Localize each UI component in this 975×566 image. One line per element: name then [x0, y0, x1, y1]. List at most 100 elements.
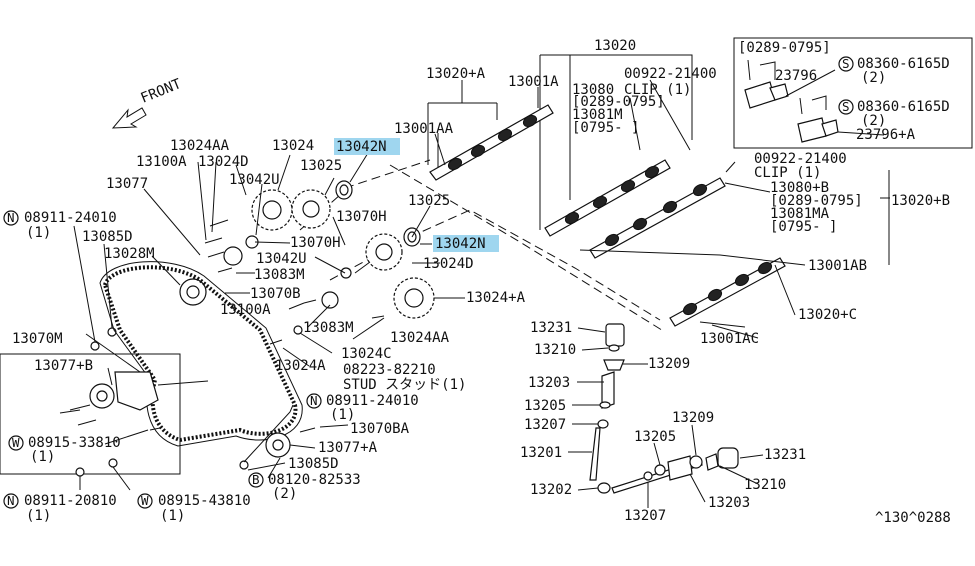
label-13070h: 13070H: [290, 235, 341, 251]
symbol-s-2: S: [842, 99, 850, 114]
label-inset-sensor-a: 23796+A: [856, 127, 916, 143]
label-washer-2: 08915-43810: [158, 493, 251, 509]
label-h-13209: 13209: [672, 410, 714, 426]
label-13080-date: [0289-0795]: [572, 94, 665, 110]
label-13083m: 13083M: [254, 267, 305, 283]
sprocket-13024: [251, 189, 293, 231]
label-13020: 13020: [594, 38, 636, 54]
sprocket-13024a: [393, 277, 435, 319]
label-v-13203: 13203: [528, 375, 570, 391]
seal-13042n-upper: [335, 180, 353, 200]
label-13024c: 13024C: [341, 346, 392, 362]
tensioner-assembly: [0, 353, 316, 477]
label-13077a: 13077+A: [318, 440, 378, 456]
label-h-13231: 13231: [764, 447, 806, 463]
front-label: FRONT: [139, 76, 185, 107]
label-13085d-lower: 13085D: [288, 456, 339, 472]
label-bolt-b: 08120-82533: [268, 472, 361, 488]
label-inset-bolt-2: 08360-6165D: [857, 99, 950, 115]
label-13077: 13077: [106, 176, 148, 192]
label-h-13210: 13210: [744, 477, 786, 493]
symbol-n-2: N: [7, 493, 15, 508]
label-bolt-b-qty: (2): [272, 486, 297, 502]
label-13100a-lower: 13100A: [220, 302, 271, 318]
label-nut-1-qty: (1): [26, 225, 51, 241]
label-v-13207: 13207: [524, 417, 566, 433]
label-clip-text-right: CLIP (1): [754, 165, 821, 181]
label-13042n-upper: 13042N: [336, 139, 387, 155]
valve-train-horizontal: [611, 447, 739, 494]
label-13001a: 13001A: [508, 74, 559, 90]
label-v-13205: 13205: [524, 398, 566, 414]
label-inset-bolt-1-qty: (2): [861, 70, 886, 86]
camshaft-a: [429, 104, 554, 181]
labels: 13020 13020+A 13001A 13001AA 00922-21400…: [12, 38, 951, 526]
label-13024a-plus: 13024+A: [466, 290, 526, 306]
label-inset-sensor: 23796: [775, 68, 817, 84]
label-13081m-date: [0795- ]: [572, 120, 639, 136]
label-13024aa: 13024AA: [170, 138, 230, 154]
label-13024: 13024: [272, 138, 314, 154]
label-washer-2-qty: (1): [160, 508, 185, 524]
label-inset-bolt-2-qty: (2): [861, 113, 886, 129]
label-13042u: 13042U: [229, 172, 280, 188]
label-13081m: 13081M: [572, 107, 623, 123]
label-v-13231: 13231: [530, 320, 572, 336]
label-13081ma: 13081MA: [770, 206, 830, 222]
valve-train-vertical: [589, 323, 625, 494]
label-13024a: 13024A: [275, 358, 326, 374]
symbol-s-1: S: [842, 56, 850, 71]
label-v-13210: 13210: [534, 342, 576, 358]
label-13024d-lower: 13024D: [423, 256, 474, 272]
label-nut-2-qty: (1): [26, 508, 51, 524]
front-arrow: FRONT: [111, 76, 185, 129]
label-13001ac: 13001AC: [700, 331, 759, 347]
label-h-13207: 13207: [624, 508, 666, 524]
symbol-n-3: N: [310, 393, 318, 408]
inset-box: [733, 37, 973, 149]
bracket-13020: [427, 54, 890, 265]
label-13070h-right: 13070H: [336, 209, 387, 225]
symbol-w-1: W: [12, 435, 20, 450]
label-h-13205: 13205: [634, 429, 676, 445]
label-13028m: 13028M: [104, 246, 155, 262]
figure-code: ^130^0288: [875, 510, 951, 526]
label-stud-text: STUD スタッド(1): [343, 377, 466, 393]
label-v-13209: 13209: [648, 356, 690, 372]
highlight-seal-upper: [334, 138, 400, 155]
label-13070b: 13070B: [250, 286, 301, 302]
label-washer-1-qty: (1): [30, 449, 55, 465]
label-13020c: 13020+C: [798, 307, 857, 323]
label-inset-bolt-1: 08360-6165D: [857, 56, 950, 72]
label-nut-2: 08911-20810: [24, 493, 117, 509]
label-13001aa: 13001AA: [394, 121, 454, 137]
label-13024d: 13024D: [198, 154, 249, 170]
label-nut-1: 08911-24010: [24, 210, 117, 226]
camshaft-b: [589, 177, 726, 259]
leader-lines: [59, 79, 890, 508]
label-13080b-date: [0289-0795]: [770, 193, 863, 209]
label-inset-date: [0289-0795]: [738, 40, 831, 56]
highlight-seal-lower: [433, 235, 499, 252]
label-v-13201: 13201: [520, 445, 562, 461]
label-13081ma-date: [0795- ]: [770, 219, 837, 235]
sprocket-13025-lower: [365, 233, 403, 271]
label-clip-text-top: CLIP (1): [624, 82, 691, 98]
label-nut-3-qty: (1): [330, 407, 355, 423]
label-13080: 13080: [572, 82, 614, 98]
circled-symbols: N W N W N B S S: [3, 56, 854, 509]
label-13020a: 13020+A: [426, 66, 486, 82]
label-13077b: 13077+B: [34, 358, 93, 374]
label-13042n-lower: 13042N: [435, 236, 486, 252]
label-h-13203: 13203: [708, 495, 750, 511]
label-13070m: 13070M: [12, 331, 63, 347]
label-stud-part: 08223-82210: [343, 362, 436, 378]
label-13024aa-lower: 13024AA: [390, 330, 450, 346]
sprocket-13025: [291, 189, 331, 229]
camshaft-13020-upper: [544, 159, 671, 237]
symbol-b: B: [252, 472, 260, 487]
label-13001ab: 13001AB: [808, 258, 867, 274]
label-v-13202: 13202: [530, 482, 572, 498]
label-13100a: 13100A: [136, 154, 187, 170]
